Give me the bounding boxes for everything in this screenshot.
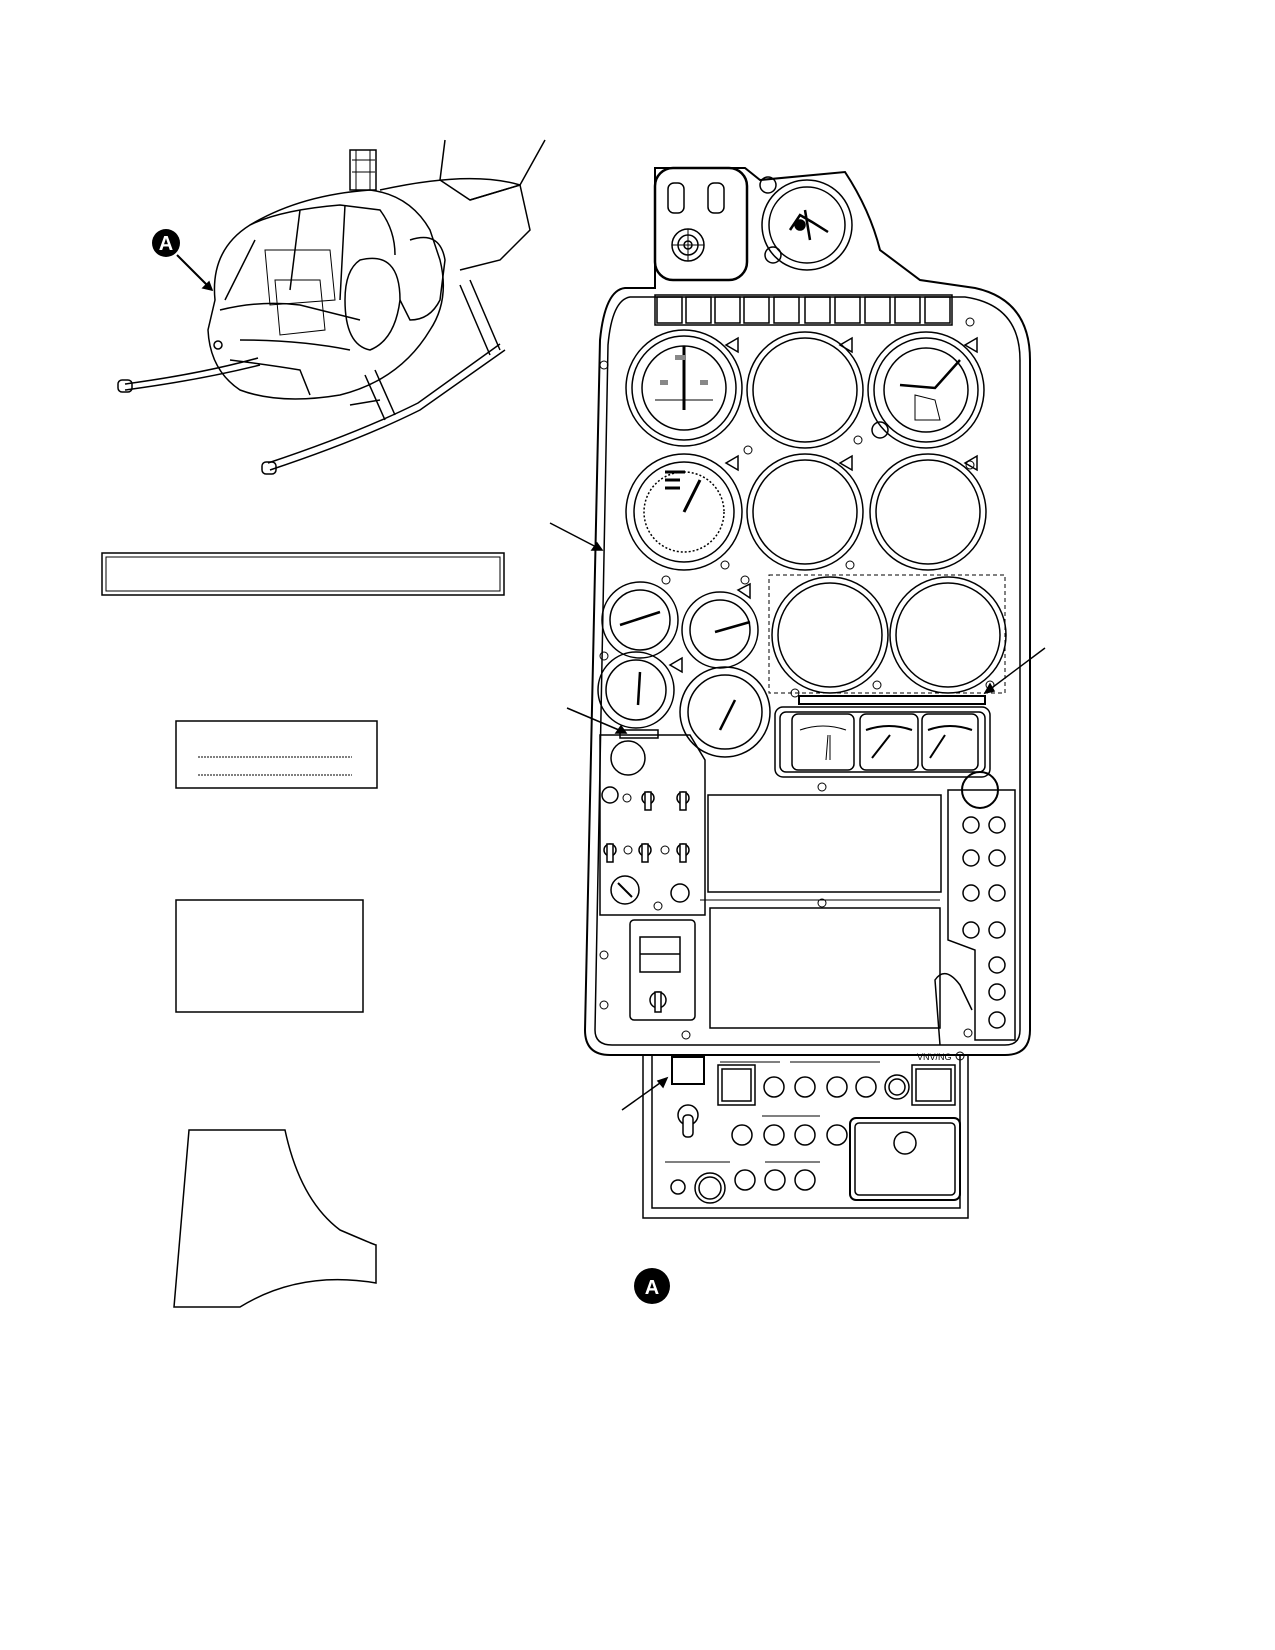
svg-text:VNV/NG: VNV/NG xyxy=(917,1052,952,1062)
leader-arrows xyxy=(549,522,1046,1111)
placard-strip xyxy=(101,552,505,596)
panel-screws xyxy=(599,317,995,1061)
instrument-panel: VNV/NG xyxy=(583,166,1031,1219)
gauge-small-2 xyxy=(681,582,759,669)
gauge-small-3 xyxy=(597,651,683,729)
breaker-column xyxy=(934,789,1016,1046)
placard-two-line xyxy=(175,720,378,789)
gauge-attitude xyxy=(625,329,743,447)
gauge-airspeed xyxy=(625,453,743,571)
switch-panel xyxy=(599,734,706,916)
helicopter-illustration xyxy=(117,139,546,475)
gauge-blank-1 xyxy=(746,331,864,449)
gauge-blank-5 xyxy=(889,576,1007,694)
panel-cutout-shape xyxy=(173,1129,377,1308)
detail-callout-a: A xyxy=(152,229,214,292)
svg-text:A: A xyxy=(159,233,173,255)
gauge-blank-3 xyxy=(869,453,987,571)
gauge-altimeter xyxy=(867,331,985,449)
gauge-small-1 xyxy=(601,581,679,659)
meter-module xyxy=(774,706,991,778)
gauge-small-4 xyxy=(679,666,771,758)
gauge-blank-2 xyxy=(746,453,864,571)
display-lower xyxy=(709,907,941,1029)
gauge-blank-4 xyxy=(771,576,889,694)
annunciator-row xyxy=(654,294,953,326)
svg-text:A: A xyxy=(645,1277,659,1299)
placard-box xyxy=(175,899,364,1013)
lower-switch-module xyxy=(629,919,696,1021)
detail-label-a: A xyxy=(634,1268,670,1304)
display-upper xyxy=(707,794,942,893)
lower-console: VNV/NG xyxy=(642,1052,969,1219)
